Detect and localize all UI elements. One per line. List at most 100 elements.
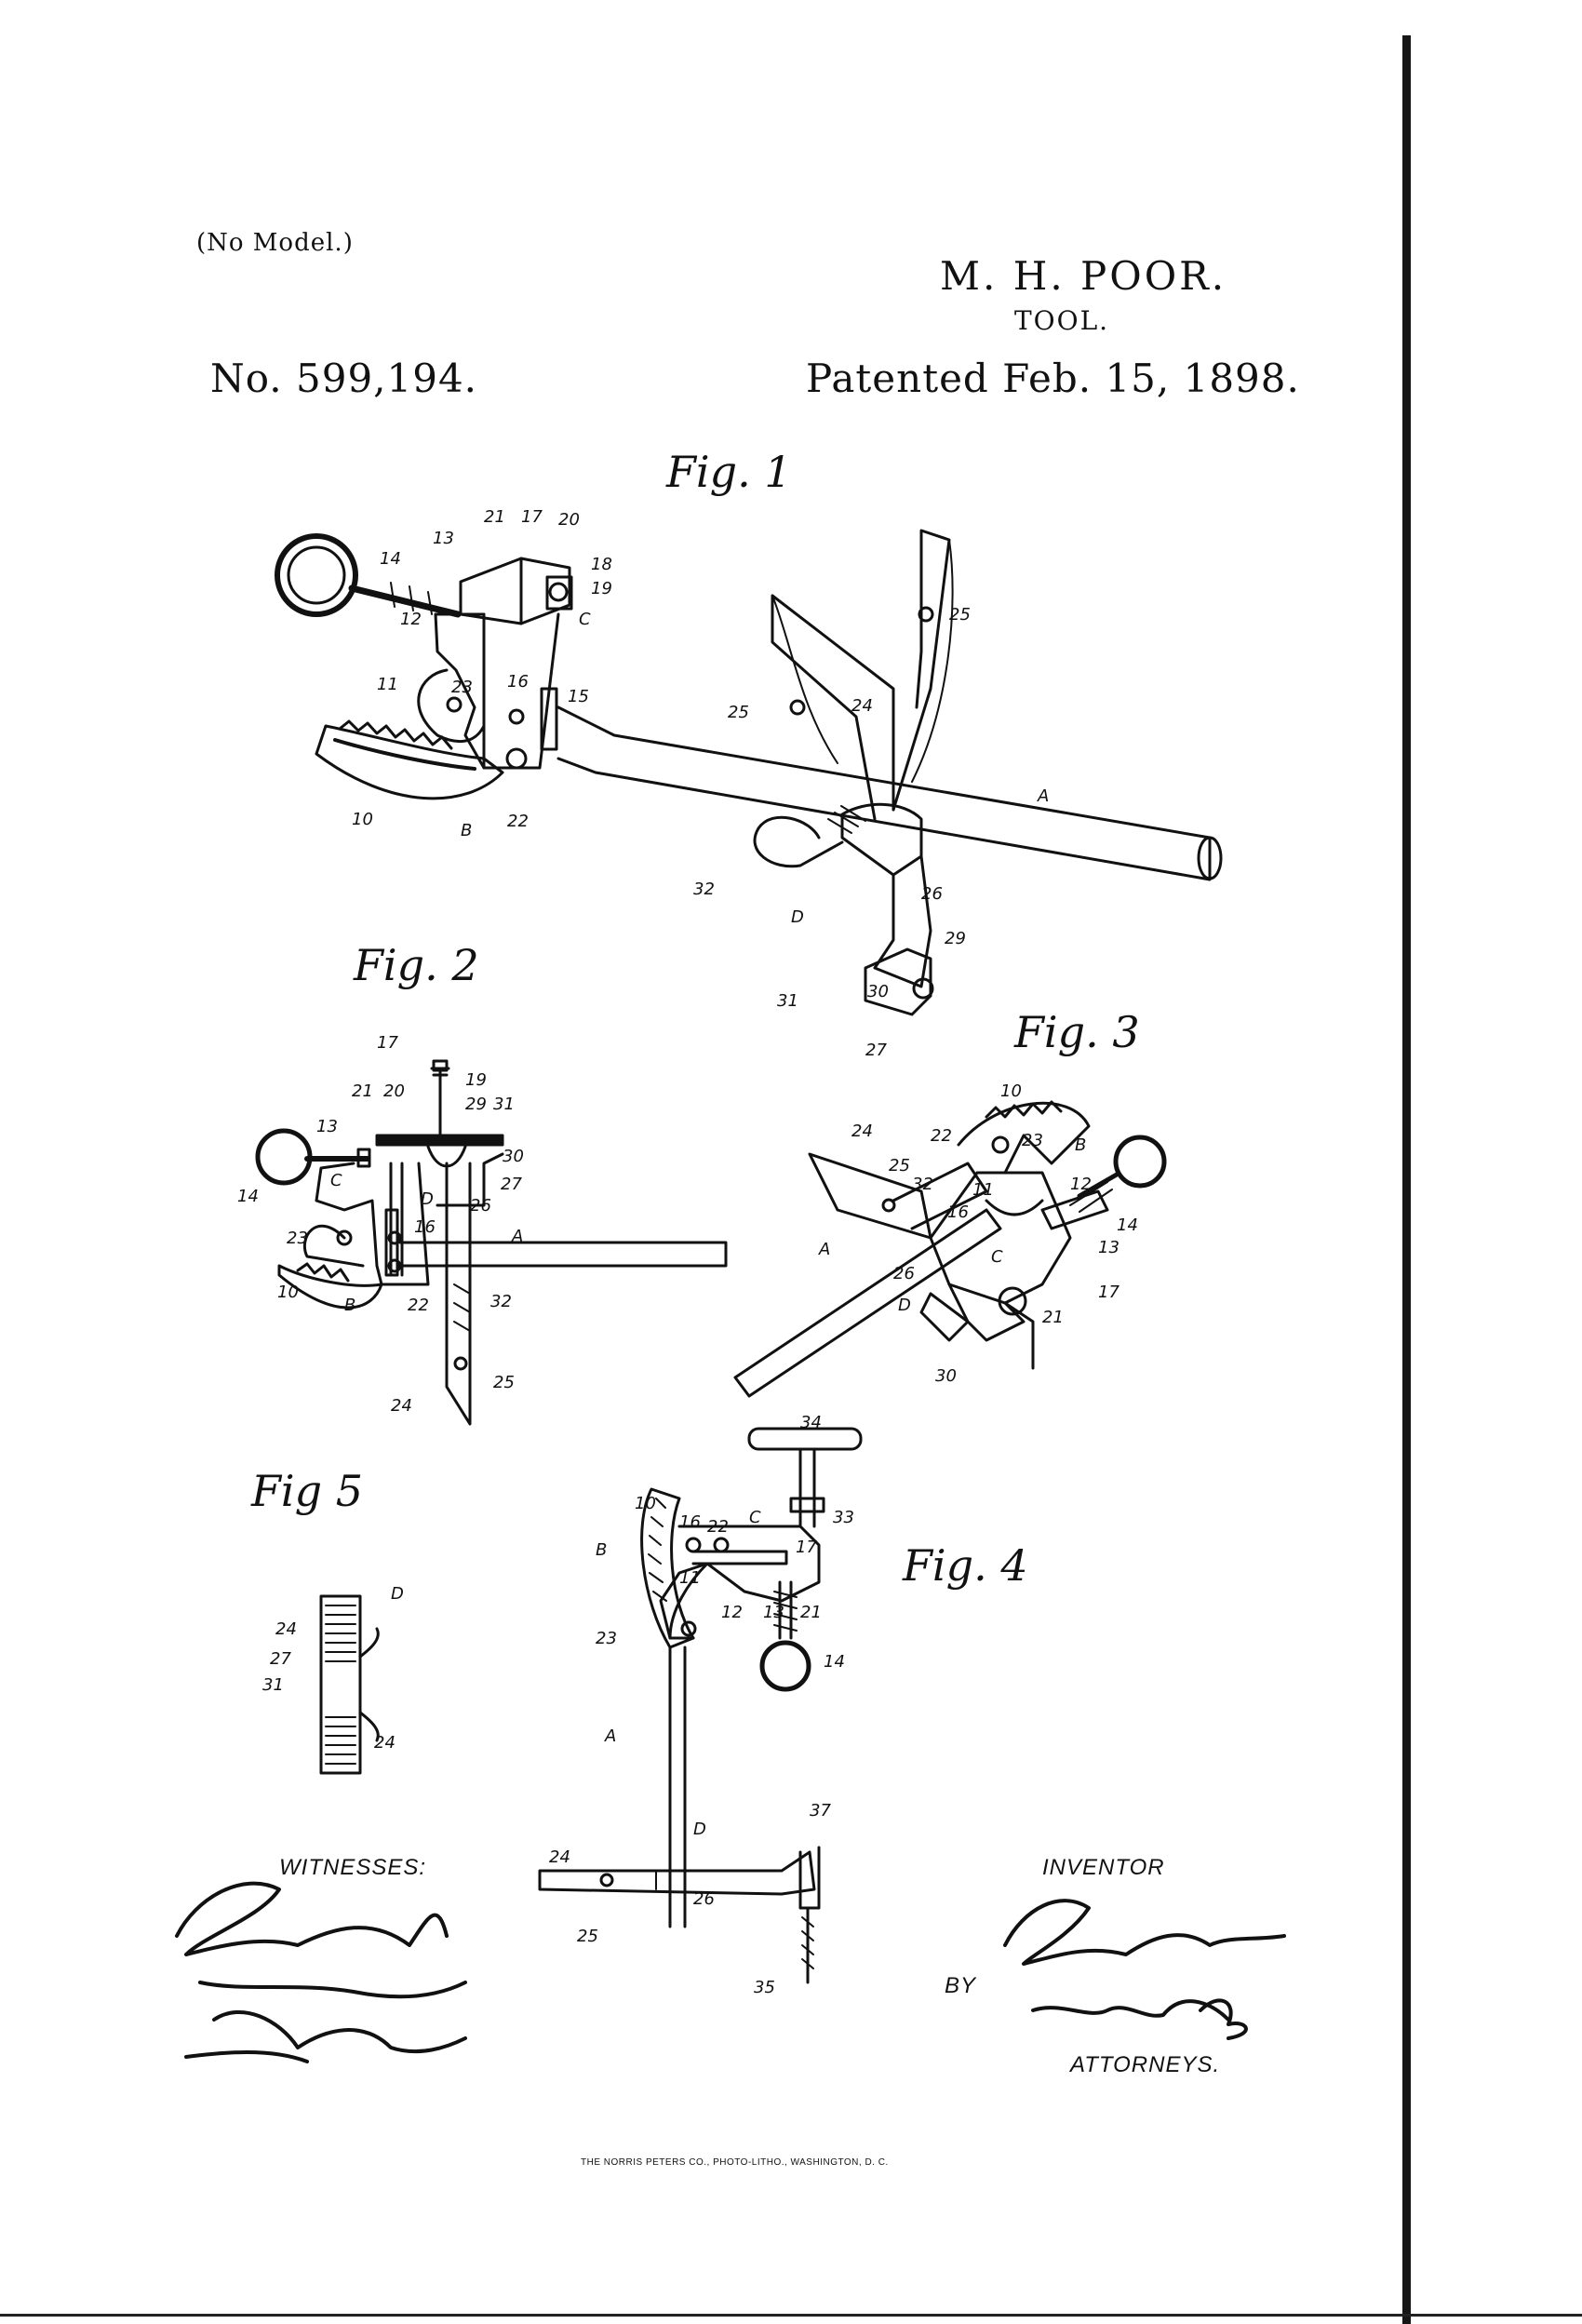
- fig1-label: 18: [591, 555, 612, 574]
- fig1-label: 27: [865, 1041, 887, 1060]
- fig4-label: 26: [693, 1889, 715, 1909]
- fig2-label: 32: [490, 1292, 512, 1311]
- fig1-label: 29: [945, 929, 966, 948]
- fig2-label: 23: [287, 1229, 308, 1248]
- fig1-label: C: [579, 610, 591, 629]
- fig3-label: 12: [1070, 1175, 1092, 1194]
- attorneys-heading: ATTORNEYS.: [1070, 2052, 1221, 2077]
- fig3-label: 11: [972, 1180, 994, 1200]
- fig1-label: 21: [484, 507, 505, 527]
- fig5-label: 24: [275, 1619, 297, 1639]
- fig2-label: 16: [414, 1217, 436, 1237]
- fig4-label: 10: [635, 1494, 656, 1513]
- fig3-label: 21: [1042, 1308, 1064, 1327]
- fig3-label: 23: [1022, 1131, 1043, 1150]
- fig1-label: 20: [558, 510, 580, 530]
- page-bottom-border: [0, 2314, 1582, 2317]
- patent-subject: TOOL.: [1014, 305, 1110, 336]
- fig3-label: B: [1075, 1135, 1087, 1155]
- fig5-caption: Fig 5: [251, 1466, 363, 1516]
- fig3-label: D: [898, 1296, 911, 1315]
- attorney-signature: [1031, 1998, 1248, 2040]
- fig3-drawing: [733, 1100, 1167, 1398]
- witnesses-heading: WITNESSES:: [279, 1855, 427, 1880]
- fig1-label: 24: [851, 696, 873, 716]
- fig4-label: 12: [721, 1603, 743, 1622]
- fig2-label: D: [421, 1189, 434, 1209]
- patented-date: Patented Feb. 15, 1898.: [806, 356, 1300, 401]
- inventor-signature: [1003, 1899, 1286, 1966]
- fig2-label: C: [330, 1171, 342, 1190]
- fig4-label: A: [605, 1726, 617, 1746]
- fig1-label: 25: [728, 703, 749, 722]
- fig2-label: 29: [465, 1095, 487, 1114]
- fig3-label: 25: [889, 1156, 910, 1175]
- inventor-name-header: M. H. POOR.: [940, 253, 1227, 299]
- fig2-caption: Fig. 2: [354, 940, 479, 990]
- fig1-label: 25: [949, 605, 971, 625]
- fig5-drawing: [319, 1594, 380, 1775]
- fig3-label: 14: [1117, 1216, 1138, 1235]
- fig4-label: 17: [796, 1538, 817, 1557]
- page-right-border: [1402, 35, 1411, 2324]
- patent-number: No. 599,194.: [210, 356, 478, 401]
- witnesses-signatures: [175, 1881, 467, 2063]
- fig1-label: A: [1038, 786, 1050, 806]
- fig3-caption: Fig. 3: [1014, 1007, 1140, 1057]
- fig1-label: 32: [693, 880, 715, 899]
- fig4-label: B: [596, 1540, 608, 1560]
- fig2-drawing: [255, 1059, 728, 1426]
- fig2-label: A: [512, 1227, 524, 1246]
- fig3-label: 32: [912, 1175, 933, 1194]
- fig1-label: 17: [521, 507, 543, 527]
- fig4-caption: Fig. 4: [903, 1540, 1028, 1591]
- fig4-label: 37: [810, 1801, 831, 1820]
- fig1-label: 22: [507, 812, 529, 831]
- fig5-label: D: [391, 1584, 404, 1604]
- fig1-label: 31: [777, 991, 798, 1011]
- fig1-label: 15: [568, 687, 589, 706]
- fig3-label: 10: [1000, 1081, 1022, 1101]
- fig2-label: 22: [408, 1296, 429, 1315]
- fig2-label: 25: [493, 1373, 515, 1392]
- fig1-label: D: [791, 907, 804, 927]
- fig4-label: D: [693, 1820, 706, 1839]
- fig3-label: 22: [931, 1126, 952, 1146]
- fig2-label: 19: [465, 1070, 487, 1090]
- fig2-label: 20: [383, 1081, 405, 1101]
- fig1-label: 13: [433, 529, 454, 548]
- fig3-label: 24: [851, 1122, 873, 1141]
- fig3-label: 26: [893, 1264, 915, 1283]
- fig2-label: 27: [501, 1175, 522, 1194]
- fig2-label: B: [344, 1296, 356, 1315]
- fig4-label: 24: [549, 1847, 570, 1867]
- fig1-label: 26: [921, 884, 943, 904]
- fig2-label: 24: [391, 1396, 412, 1416]
- fig3-label: C: [991, 1247, 1003, 1267]
- fig4-label: C: [749, 1508, 761, 1527]
- fig2-label: 14: [237, 1187, 259, 1206]
- fig4-label: 23: [596, 1629, 617, 1648]
- fig1-label: 23: [451, 678, 473, 697]
- fig4-label: 35: [754, 1978, 775, 1997]
- fig1-label: 14: [380, 549, 401, 569]
- inventor-heading: INVENTOR: [1042, 1855, 1165, 1880]
- fig5-label: 27: [270, 1649, 291, 1669]
- fig1-label: 16: [507, 672, 529, 692]
- fig3-label: 17: [1098, 1283, 1119, 1302]
- fig5-label: 31: [262, 1675, 284, 1695]
- fig1-label: B: [461, 821, 473, 840]
- fig4-label: 16: [679, 1512, 701, 1532]
- fig2-label: 13: [316, 1117, 338, 1136]
- fig2-label: 26: [470, 1196, 491, 1216]
- fig2-label: 30: [503, 1147, 524, 1166]
- fig4-label: 25: [577, 1927, 598, 1946]
- fig5-label: 24: [374, 1733, 396, 1753]
- fig4-label: 11: [679, 1568, 701, 1588]
- fig1-caption: Fig. 1: [666, 447, 792, 497]
- fig2-label: 10: [277, 1283, 299, 1302]
- fig2-label: 31: [493, 1095, 515, 1114]
- fig1-label: 11: [377, 675, 398, 694]
- fig1-label: 12: [400, 610, 422, 629]
